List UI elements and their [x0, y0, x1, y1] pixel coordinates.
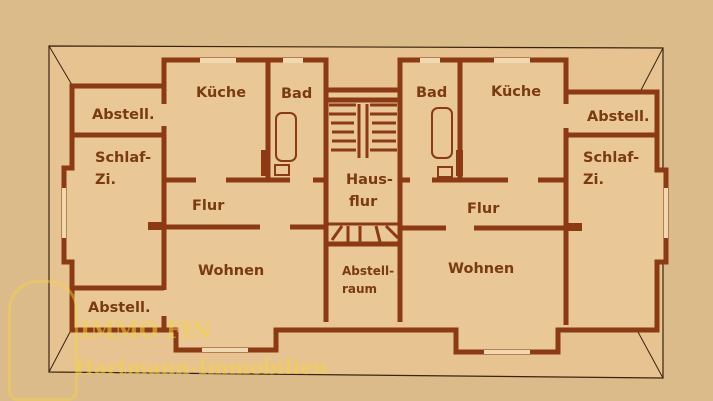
- room-label-abstell-left-top: Abstell.: [92, 107, 155, 123]
- room-label-wohnen-right: Wohnen: [448, 261, 515, 277]
- watermark-logo-icon: [8, 280, 78, 401]
- room-label-bad-right: Bad: [416, 85, 448, 101]
- room-label-abstell-right: Abstell.: [587, 109, 650, 125]
- room-label-flur-right: Flur: [467, 201, 500, 217]
- staircase: [326, 97, 400, 243]
- room-label-hausflur-1: Haus-: [346, 172, 393, 188]
- room-label-schlafzimmer-left-2: Zi.: [95, 172, 116, 188]
- room-label-schlafzimmer-right-2: Zi.: [583, 172, 604, 188]
- room-label-abstell-left-bottom: Abstell.: [88, 300, 151, 316]
- room-label-hausflur-2: flur: [349, 194, 378, 210]
- room-label-abstellraum-2: raum: [342, 282, 378, 296]
- room-label-schlafzimmer-left-1: Schlaf-: [95, 150, 152, 166]
- room-label-flur-left: Flur: [192, 198, 225, 214]
- watermark-line1: IMMO FIN: [80, 318, 212, 344]
- watermark-line2: Hartmann-Immobilien: [75, 355, 328, 379]
- room-label-wohnen-left: Wohnen: [198, 263, 265, 279]
- toilet-left: [274, 164, 290, 176]
- room-label-kueche-right: Küche: [491, 84, 542, 100]
- room-label-kueche-left: Küche: [196, 85, 247, 101]
- room-label-abstellraum-1: Abstell-: [342, 264, 395, 278]
- bathtub-left: [275, 112, 297, 162]
- toilet-right: [437, 166, 453, 178]
- floor-area: [64, 60, 666, 352]
- bathtub-right: [431, 107, 453, 159]
- room-label-bad-left: Bad: [281, 86, 313, 102]
- room-label-schlafzimmer-right-1: Schlaf-: [583, 150, 640, 166]
